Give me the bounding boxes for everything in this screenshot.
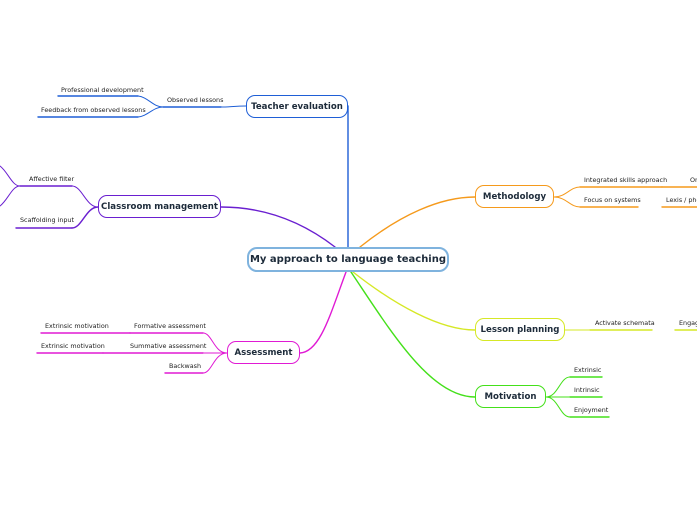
connector-assessment-backwash — [202, 352, 228, 374]
connector-motivation-extrinsic — [545, 376, 571, 398]
subtopic-scaffolding-input[interactable]: Scaffolding input — [20, 216, 74, 224]
subtopic-lexis-pho-truncated[interactable]: Lexis / pho — [666, 196, 697, 204]
connector-classroom-scaffolding — [71, 206, 99, 229]
branch-lesson-planning[interactable]: Lesson planning — [475, 318, 565, 341]
connector-central-motivation — [350, 271, 476, 398]
connector-central-methodology — [359, 196, 476, 248]
subtopic-feedback-observed-lessons[interactable]: Feedback from observed lessons — [41, 106, 146, 114]
subtopic-formative-assessment[interactable]: Formative assessment — [134, 322, 206, 330]
connector-affective-offscreen-2 — [0, 185, 21, 207]
branch-motivation[interactable]: Motivation — [475, 385, 546, 408]
branch-assessment[interactable]: Assessment — [227, 341, 300, 364]
subtopic-focus-on-systems[interactable]: Focus on systems — [584, 196, 641, 204]
connector-methodology-focus — [553, 196, 581, 208]
subtopic-enjoyment[interactable]: Enjoyment — [574, 406, 609, 414]
subtopic-integrated-skills-approach[interactable]: Integrated skills approach — [584, 176, 668, 184]
connector-central-lesson-planning — [352, 271, 476, 331]
central-topic[interactable]: My approach to language teaching — [247, 247, 449, 272]
subtopic-engag-truncated[interactable]: Engag — [679, 319, 697, 327]
connector-methodology-integrated — [553, 186, 581, 198]
subtopic-or-truncated[interactable]: Or — [690, 176, 697, 184]
connector-motivation-enjoyment — [545, 396, 571, 418]
subtopic-backwash[interactable]: Backwash — [169, 362, 202, 370]
subtopic-extrinsic-motivation-1[interactable]: Extrinsic motivation — [45, 322, 109, 330]
branch-methodology[interactable]: Methodology — [475, 185, 554, 208]
connector-assessment-formative — [202, 332, 228, 354]
branch-classroom-management[interactable]: Classroom management — [98, 195, 221, 218]
connector-affective-offscreen-1 — [0, 165, 21, 187]
connector-central-assessment — [299, 271, 347, 354]
subtopic-intrinsic[interactable]: Intrinsic — [574, 386, 600, 394]
connector-central-classroom — [220, 206, 336, 248]
subtopic-summative-assessment[interactable]: Summative assessment — [130, 342, 207, 350]
connector-observed-professional — [137, 95, 164, 108]
subtopic-extrinsic[interactable]: Extrinsic — [574, 366, 602, 374]
connector-classroom-affective — [71, 185, 99, 208]
subtopic-extrinsic-motivation-2[interactable]: Extrinsic motivation — [41, 342, 105, 350]
subtopic-observed-lessons[interactable]: Observed lessons — [167, 96, 224, 104]
connector-teacher-observed — [220, 105, 247, 108]
connector-observed-feedback — [137, 106, 164, 118]
subtopic-professional-development[interactable]: Professional development — [61, 86, 144, 94]
branch-teacher-evaluation[interactable]: Teacher evaluation — [246, 95, 348, 118]
subtopic-affective-filter[interactable]: Affective filter — [29, 175, 75, 183]
subtopic-activate-schemata[interactable]: Activate schemata — [595, 319, 655, 327]
